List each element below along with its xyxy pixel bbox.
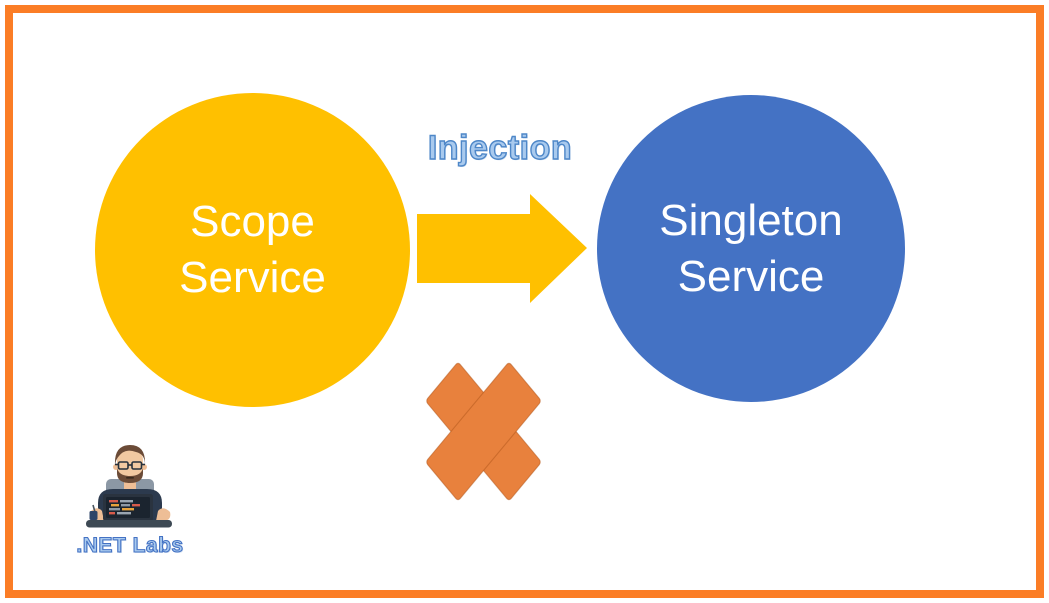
desk [86, 520, 172, 528]
scope-service-label: Scope Service [179, 197, 326, 302]
pen-icon [92, 504, 96, 513]
ink-bottle-icon [89, 511, 98, 520]
blocked-cross-icon [426, 362, 541, 501]
right-arrow-icon [417, 194, 587, 303]
scope-service-circle: Scope Service [95, 93, 410, 407]
singleton-service-circle: Singleton Service [597, 95, 905, 402]
singleton-service-label: Singleton Service [659, 195, 843, 301]
glasses-icon [115, 461, 145, 470]
code-lines [109, 500, 140, 515]
brand-label: .NET Labs [76, 533, 184, 557]
injection-label: Injection [427, 128, 573, 167]
developer-illustration [86, 445, 172, 528]
